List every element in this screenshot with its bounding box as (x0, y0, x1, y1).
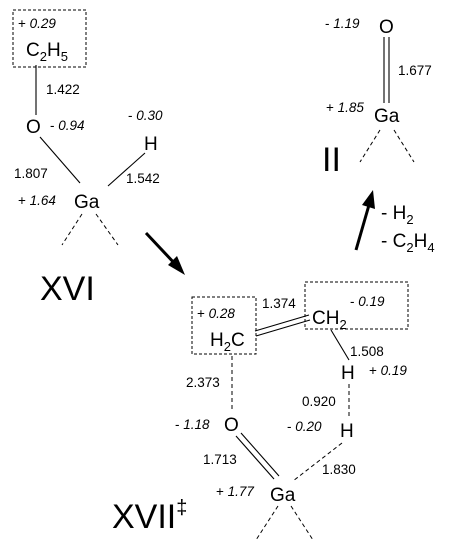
ii-oxygen-atom: O (379, 17, 394, 38)
xvii-gallium-atom: Ga (270, 485, 296, 506)
o-ga-bond-line-2 (240, 432, 280, 477)
bond-o-ga-length: 1.807 (14, 166, 48, 181)
bond-c-h (330, 329, 350, 361)
ch2-left-label: H2C (210, 330, 245, 354)
oxygen-charge: - 0.94 (50, 118, 85, 133)
surface-bond-left (61, 213, 83, 246)
ii-oxygen-charge: - 1.19 (325, 16, 360, 31)
ch2-left-charge: + 0.28 (197, 306, 235, 321)
ii-bond-ga-o-length: 1.677 (398, 63, 432, 78)
bond-o-ga (39, 136, 81, 184)
hydrogen-charge: - 0.30 (128, 108, 163, 123)
ch2-left-box (191, 296, 257, 355)
bond-ga-h (107, 152, 146, 187)
ii-gallium-atom: Ga (374, 106, 400, 127)
ii-gallium-charge: + 1.85 (326, 100, 364, 115)
xvii-surface-bond-left (255, 505, 279, 541)
h-lower-atom: H (340, 421, 354, 442)
c-c-bond-line-1 (254, 314, 310, 332)
ch2-right-charge: - 0.19 (350, 294, 385, 309)
ethyl-group-box (12, 9, 87, 68)
h-lower-charge: - 0.20 (287, 419, 322, 434)
h-upper-atom: H (341, 363, 355, 384)
ii-surface-bond-left (359, 129, 381, 163)
ethyl-charge: + 0.29 (18, 16, 56, 31)
reagent-h2: - H2 (381, 203, 414, 227)
arrow-xvii-to-ii (354, 190, 375, 251)
structure-xvi: + 0.29 C2H5 1.422 O - 0.94 - 0.30 H 1.80… (12, 9, 163, 308)
bond-c-o-length: 2.373 (186, 375, 220, 390)
bond-ga-h-length: 1.542 (126, 171, 160, 186)
gallium-charge: + 1.64 (18, 193, 56, 208)
reagent-c2h4: - C2H4 (381, 231, 435, 255)
ch2-right-box (304, 281, 409, 330)
ethyl-label: C2H5 (26, 40, 68, 64)
hydrogen-atom: H (144, 134, 158, 155)
surface-bond-right (95, 213, 119, 246)
xvii-oxygen-atom: O (224, 415, 239, 436)
oxygen-atom: O (26, 117, 41, 138)
c-c-bond-line-2 (255, 319, 311, 337)
structure-xvii: + 0.28 H2C CH2 - 0.19 1.374 1.508 H + 0.… (112, 281, 409, 541)
xvii-gallium-charge: + 1.77 (216, 484, 254, 499)
xvii-oxygen-charge: - 1.18 (175, 417, 210, 432)
ii-surface-bond-right (393, 129, 415, 163)
bond-h-ga-partial (292, 442, 343, 482)
bond-c-h-length: 1.508 (350, 344, 384, 359)
arrow-xvi-to-xvii (144, 231, 185, 275)
h-upper-charge: + 0.19 (369, 363, 407, 378)
structure-ii: - 1.19 O 1.677 + 1.85 Ga II (322, 16, 432, 179)
bond-h-h-length: 0.920 (302, 394, 336, 409)
structure-label-xvii: XVII‡ (112, 497, 187, 536)
bond-c-c-length: 1.374 (262, 296, 296, 311)
gallium-atom: Ga (74, 192, 100, 213)
ch2-right-label: CH2 (312, 308, 347, 332)
bond-c-o-length: 1.422 (46, 82, 80, 97)
bond-h-ga-length: 1.830 (322, 462, 356, 477)
structure-label-ii: II (322, 141, 341, 179)
structure-label-xvi: XVI (40, 270, 95, 308)
bond-o-ga-length: 1.713 (203, 452, 237, 467)
o-ga-bond-line-1 (235, 435, 275, 480)
xvii-surface-bond-right (290, 505, 314, 541)
